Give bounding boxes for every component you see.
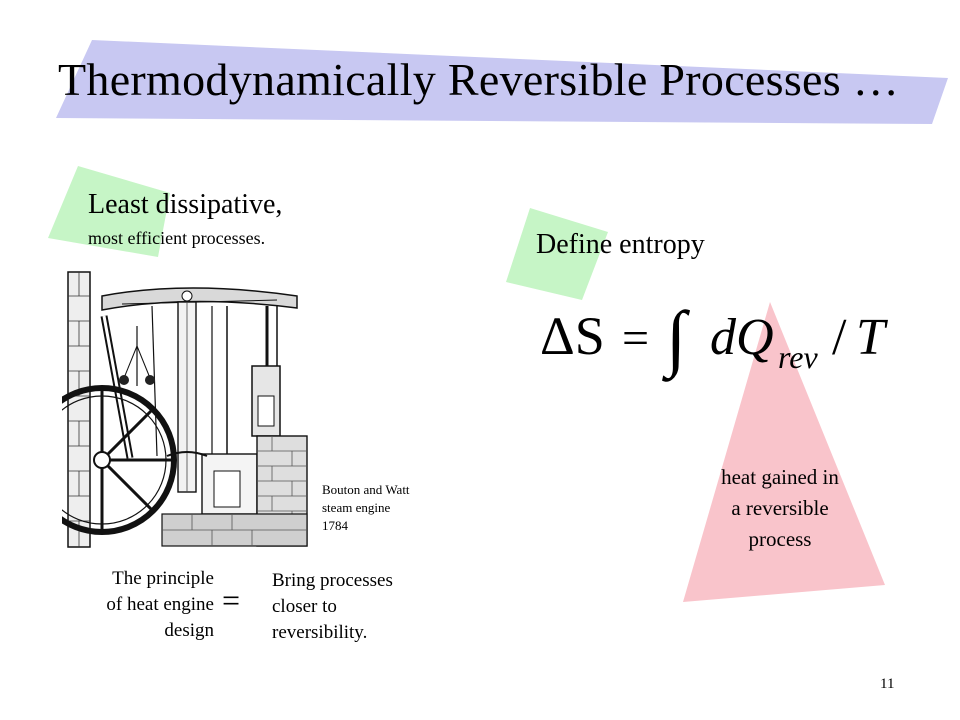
equation-slash: /	[832, 309, 847, 366]
heat-line: heat gained in	[721, 465, 839, 489]
bring-line: Bring processes	[272, 570, 393, 591]
principle-line: design	[164, 620, 214, 641]
principle-text: The principle of heat engine design	[62, 566, 214, 644]
principle-line: The principle	[112, 568, 214, 589]
bring-line: reversibility.	[272, 622, 368, 643]
heat-line: a reversible	[731, 496, 829, 520]
most-efficient-subheading: most efficient processes.	[88, 228, 266, 248]
define-entropy-heading: Define entropy	[536, 229, 705, 260]
slide-title: Thermodynamically Reversible Processes …	[58, 54, 900, 105]
engine-caption-line: 1784	[322, 518, 348, 533]
bring-line: closer to	[272, 596, 337, 617]
integral-sign: ∫	[662, 297, 691, 382]
page-number: 11	[880, 676, 895, 692]
bring-processes-text: Bring processes closer to reversibility.	[272, 568, 393, 646]
steam-engine-illustration	[62, 266, 312, 551]
engine-caption: Bouton and Watt steam engine 1784	[322, 481, 442, 535]
title-banner	[56, 40, 948, 124]
equation-numerator: dQ	[710, 309, 774, 366]
engine-caption-line: steam engine	[322, 500, 391, 515]
equation-lhs: ΔS	[540, 306, 605, 366]
equation-equals: =	[622, 312, 649, 365]
equals-sign: =	[222, 582, 241, 618]
entropy-equation: ΔS = ∫ dQ rev / T	[540, 297, 888, 382]
heat-gained-text: heat gained in a reversible process	[692, 462, 868, 555]
equation-denominator: T	[856, 309, 888, 366]
principle-line: of heat engine	[106, 594, 214, 615]
equation-subscript: rev	[778, 339, 818, 375]
least-dissipative-heading: Least dissipative,	[88, 189, 283, 220]
heat-line: process	[748, 527, 812, 551]
engine-caption-line: Bouton and Watt	[322, 482, 410, 497]
